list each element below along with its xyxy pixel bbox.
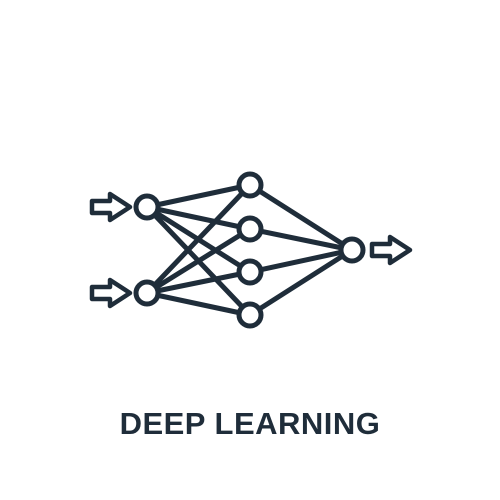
hidden-node-4 xyxy=(236,301,264,329)
input-arrow-2-icon xyxy=(89,277,133,309)
output-arrow-icon xyxy=(369,234,413,266)
edge-h1-out xyxy=(247,182,355,253)
hidden-node-2 xyxy=(236,215,264,243)
caption-text: DEEP LEARNING xyxy=(119,406,381,441)
input-node-1 xyxy=(133,193,161,221)
edge-in2-h2 xyxy=(144,226,253,296)
edge-in2-h1 xyxy=(144,182,253,296)
edge-h3-out xyxy=(247,247,355,275)
network-arrows xyxy=(89,191,413,309)
edge-h4-out xyxy=(247,247,355,318)
network-nodes xyxy=(133,171,366,329)
output-node xyxy=(338,236,366,264)
edge-in1-h2 xyxy=(144,204,253,232)
edge-in2-h3 xyxy=(144,269,253,296)
input-arrow-1-icon xyxy=(89,191,133,223)
hidden-node-3 xyxy=(236,258,264,286)
edge-in2-h4 xyxy=(144,290,253,318)
input-node-2 xyxy=(133,279,161,307)
edge-h2-out xyxy=(247,226,355,253)
hidden-node-1 xyxy=(236,171,264,199)
edge-in1-h1 xyxy=(144,182,253,210)
network-edges xyxy=(144,182,355,318)
